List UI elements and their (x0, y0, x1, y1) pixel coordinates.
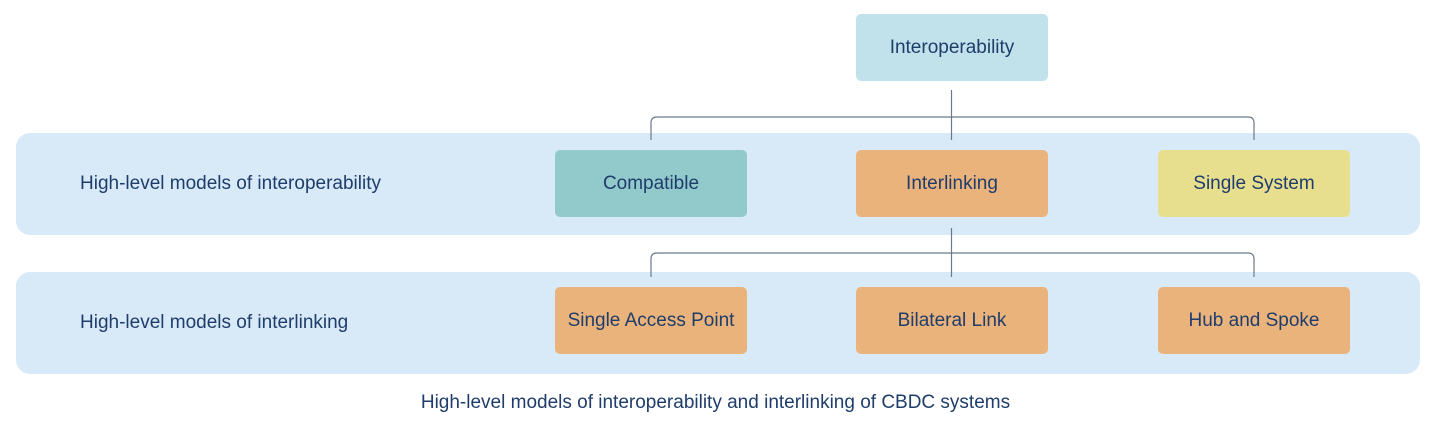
hub-and-spoke-node-label: Hub and Spoke (1188, 309, 1320, 331)
interoperability-node: Interoperability (856, 14, 1048, 81)
interlinking-node-label: Interlinking (906, 172, 998, 194)
bilateral-link-node: Bilateral Link (856, 287, 1048, 354)
band-label-interoperability: High-level models of interoperability (80, 173, 381, 194)
interoperability-node-label: Interoperability (889, 36, 1015, 58)
compatible-node-label: Compatible (602, 172, 700, 194)
diagram-caption: High-level models of interoperability an… (420, 392, 1011, 413)
compatible-node: Compatible (555, 150, 747, 217)
hub-and-spoke-node: Hub and Spoke (1158, 287, 1350, 354)
interlinking-node: Interlinking (856, 150, 1048, 217)
single-system-node: Single System (1158, 150, 1350, 217)
single-system-node-label: Single System (1193, 172, 1315, 194)
band-label-interlinking: High-level models of interlinking (80, 312, 349, 333)
single-access-point-node-label: Single Access Point (567, 309, 735, 331)
connector-row2-bracket (650, 252, 1255, 277)
single-access-point-node: Single Access Point (555, 287, 747, 354)
connector-row1-bracket (650, 116, 1255, 140)
bilateral-link-node-label: Bilateral Link (897, 309, 1007, 331)
